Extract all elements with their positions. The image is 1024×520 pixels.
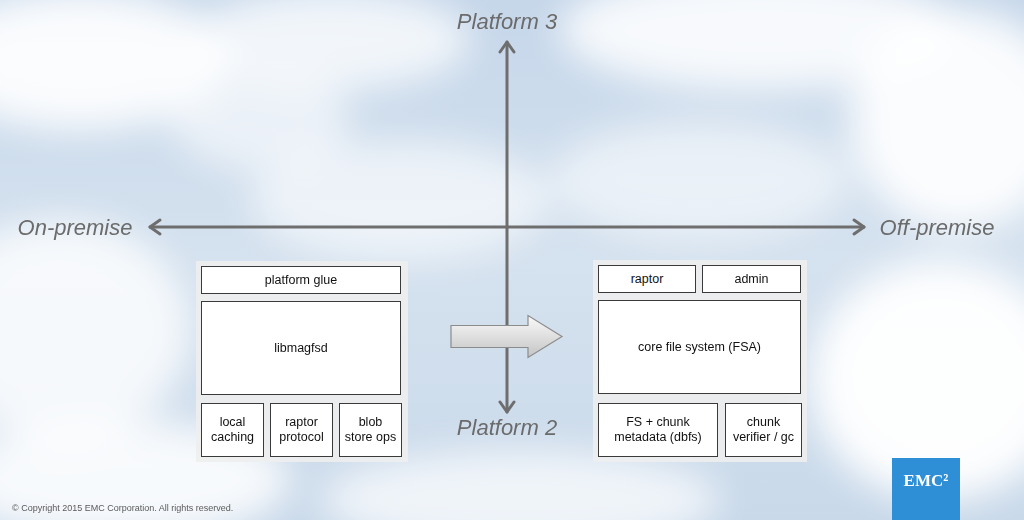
box-text: blob store ops — [344, 415, 397, 445]
component-box: core file system (FSA) — [598, 300, 801, 394]
component-box: local caching — [201, 403, 264, 457]
box-text: FS + chunk metadata (dbfs) — [603, 415, 713, 445]
box-text: libmagfsd — [274, 341, 328, 356]
component-box: admin — [702, 265, 801, 293]
axis-label: Platform 2 — [457, 415, 557, 441]
block-arrow — [451, 316, 562, 358]
component-box: FS + chunk metadata (dbfs) — [598, 403, 718, 457]
axis-label: Platform 3 — [457, 9, 557, 35]
box-text: raptor — [631, 272, 664, 287]
copyright-note: © Copyright 2015 EMC Corporation. All ri… — [12, 503, 233, 513]
box-text: core file system (FSA) — [638, 340, 761, 355]
box-text: local caching — [206, 415, 259, 445]
axis-label: On-premise — [18, 215, 133, 241]
box-text: admin — [734, 272, 768, 287]
component-box: platform glue — [201, 266, 401, 294]
component-box: raptor protocol — [270, 403, 333, 457]
component-box: chunk verifier / gc — [725, 403, 802, 457]
box-text: platform glue — [265, 273, 337, 288]
component-box: libmagfsd — [201, 301, 401, 395]
component-box: blob store ops — [339, 403, 402, 457]
logo-text: EMC² — [904, 471, 949, 491]
box-text: raptor protocol — [275, 415, 328, 445]
box-text: chunk verifier / gc — [730, 415, 797, 445]
axis-label: Off-premise — [880, 215, 995, 241]
component-box: raptor — [598, 265, 696, 293]
